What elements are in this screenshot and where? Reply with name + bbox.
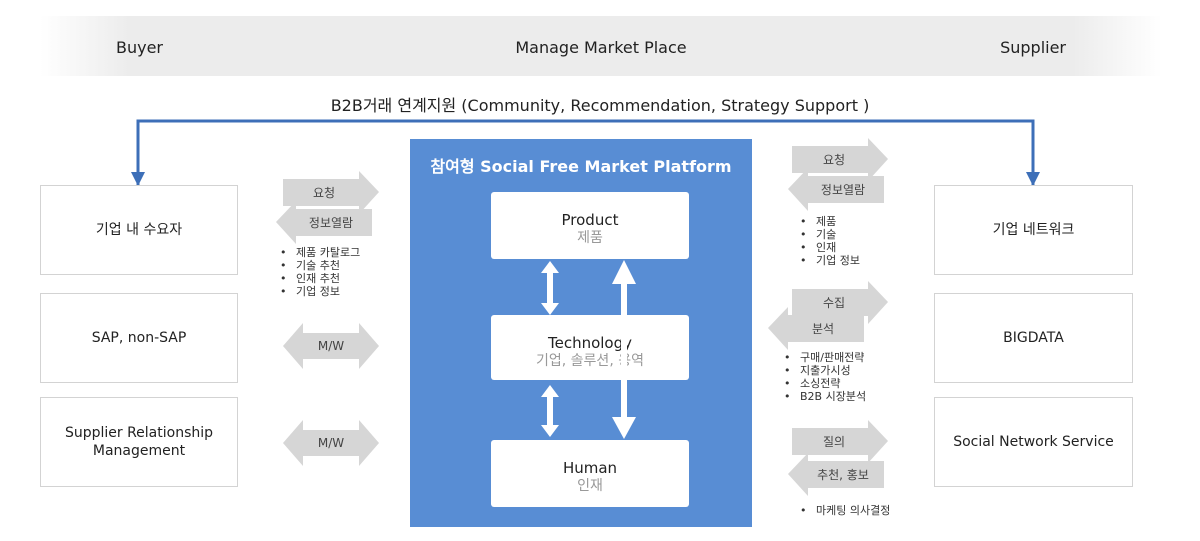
mw-arrow-1: M/W bbox=[283, 323, 379, 369]
left-info-arrow: 정보열람 bbox=[276, 201, 372, 244]
left-info-bullets: 제품 카탈로그 기술 추천 인재 추천 기업 정보 bbox=[276, 246, 360, 298]
list-item: 소싱전략 bbox=[780, 377, 866, 390]
right-box-bigdata: BIGDATA bbox=[934, 293, 1133, 383]
left-box-sap: SAP, non-SAP bbox=[40, 293, 238, 383]
right-analyze-arrow: 분석 bbox=[768, 307, 864, 350]
technology-card: Technology 기업, 솔루션, 용역 bbox=[491, 315, 689, 380]
product-card: Product 제품 bbox=[491, 192, 689, 259]
list-item: 지출가시성 bbox=[780, 364, 866, 377]
right-request-arrow: 요청 bbox=[792, 138, 888, 181]
mw-arrow-2: M/W bbox=[283, 420, 379, 466]
right-info-bullets: 제품 기술 인재 기업 정보 bbox=[796, 215, 860, 267]
right-box-sns: Social Network Service bbox=[934, 397, 1133, 487]
platform-panel: 참여형 Social Free Market Platform Product … bbox=[410, 139, 752, 527]
up-arrow-icon bbox=[612, 260, 636, 316]
human-label: Human bbox=[562, 459, 618, 477]
down-arrow-icon bbox=[612, 317, 636, 439]
list-item: 제품 bbox=[796, 215, 860, 228]
header-bar: Buyer Manage Market Place Supplier bbox=[40, 16, 1162, 76]
right-analysis-bullets: 구매/판매전략 지출가시성 소싱전략 B2B 시장분석 bbox=[780, 351, 866, 403]
list-item: 마케팅 의사결정 bbox=[796, 504, 890, 517]
list-item: 인재 bbox=[796, 241, 860, 254]
right-info-arrow: 정보열람 bbox=[788, 168, 884, 211]
double-arrow-icon bbox=[541, 385, 559, 437]
list-item: B2B 시장분석 bbox=[780, 390, 866, 403]
human-sublabel: 인재 bbox=[577, 478, 603, 494]
right-marketing-bullets: 마케팅 의사결정 bbox=[796, 504, 890, 517]
header-center: Manage Market Place bbox=[515, 38, 687, 57]
list-item: 기업 정보 bbox=[796, 254, 860, 267]
right-box-network: 기업 네트워크 bbox=[934, 185, 1133, 275]
double-arrow-icon bbox=[541, 261, 559, 315]
b2b-title: B2B거래 연계지원 (Community, Recommendation, S… bbox=[330, 96, 870, 115]
technology-sublabel: 기업, 솔루션, 용역 bbox=[536, 353, 644, 369]
header-buyer: Buyer bbox=[116, 38, 164, 57]
product-label: Product bbox=[561, 211, 619, 229]
list-item: 기술 bbox=[796, 228, 860, 241]
down-arrow-icon bbox=[131, 172, 145, 186]
human-card: Human 인재 bbox=[491, 440, 689, 507]
header-supplier: Supplier bbox=[1000, 38, 1066, 57]
down-arrow-icon bbox=[1026, 172, 1040, 186]
product-sublabel: 제품 bbox=[577, 230, 603, 246]
platform-title: 참여형 Social Free Market Platform bbox=[430, 157, 732, 176]
left-request-arrow: 요청 bbox=[283, 171, 379, 214]
right-collect-arrow: 수집 bbox=[792, 281, 888, 324]
right-query-arrow: 질의 bbox=[792, 420, 888, 463]
list-item: 제품 카탈로그 bbox=[276, 246, 360, 259]
list-item: 구매/판매전략 bbox=[780, 351, 866, 364]
left-box-srm: Supplier Relationship Management bbox=[40, 397, 238, 487]
list-item: 기업 정보 bbox=[276, 285, 360, 298]
list-item: 인재 추천 bbox=[276, 272, 360, 285]
right-recommend-arrow: 추천, 홍보 bbox=[788, 453, 884, 496]
list-item: 기술 추천 bbox=[276, 259, 360, 272]
technology-label: Technology bbox=[547, 334, 633, 352]
platform-flow-arrows bbox=[541, 260, 636, 439]
left-box-internal-demand: 기업 내 수요자 bbox=[40, 185, 238, 275]
